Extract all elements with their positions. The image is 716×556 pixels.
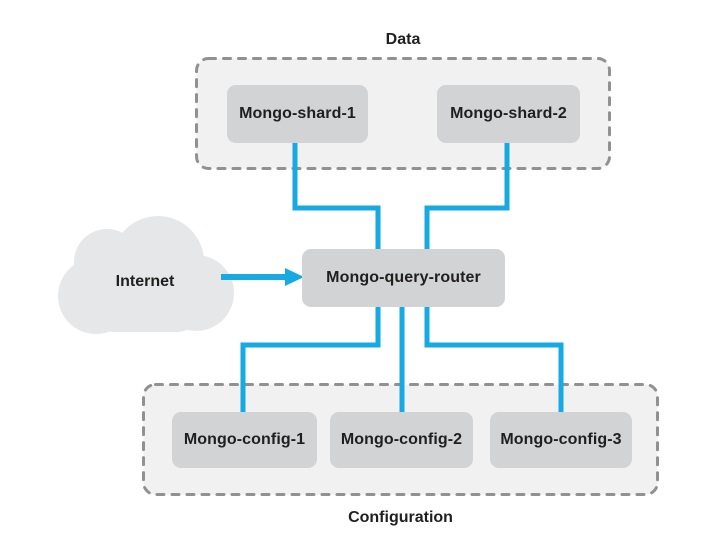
cloud-icon (58, 216, 234, 334)
connector-router-config3 (424, 303, 564, 414)
connector-router-config1 (240, 303, 381, 414)
node-mongo-shard-1: Mongo-shard-1 (227, 85, 368, 143)
arrowhead-icon (285, 268, 304, 286)
node-label: Mongo-config-2 (340, 431, 463, 448)
node-label: Mongo-shard-1 (239, 105, 356, 122)
connector-shard1-router (292, 141, 381, 253)
node-label: Mongo-config-3 (500, 431, 622, 448)
node-label: Mongo-query-router (326, 269, 481, 286)
internet-label: Internet (115, 273, 175, 290)
connector-shard2-router (424, 141, 510, 253)
node-mongo-config-3: Mongo-config-3 (490, 412, 632, 468)
configuration-group-label: Configuration (348, 509, 453, 526)
data-group-label: Data (385, 31, 421, 48)
node-mongo-query-router: Mongo-query-router (302, 249, 505, 307)
node-mongo-config-2: Mongo-config-2 (330, 412, 473, 468)
node-label: Mongo-config-1 (183, 431, 306, 448)
node-label: Mongo-shard-2 (450, 105, 567, 122)
node-mongo-config-1: Mongo-config-1 (172, 412, 317, 468)
node-mongo-shard-2: Mongo-shard-2 (437, 85, 580, 143)
